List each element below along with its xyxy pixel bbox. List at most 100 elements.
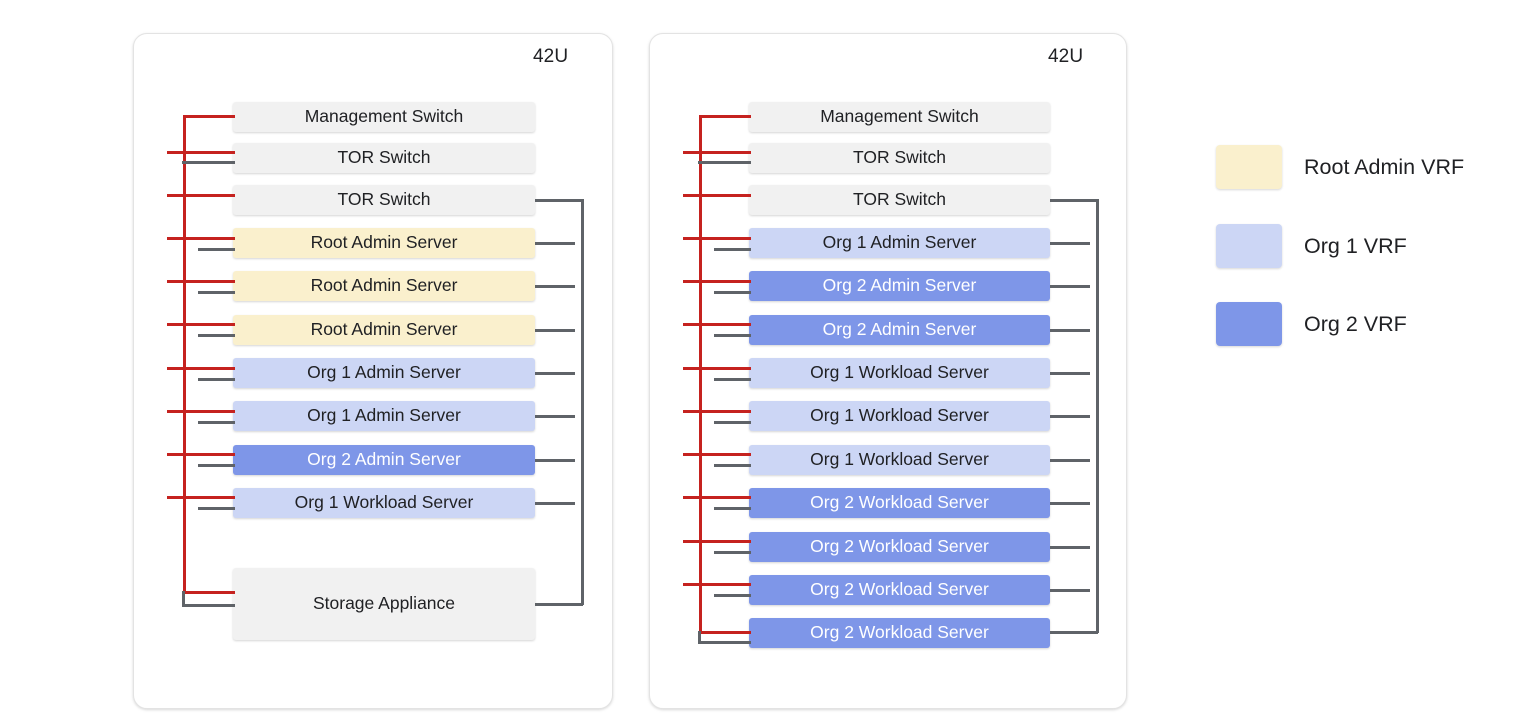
net-stub-right-10: [714, 551, 751, 554]
net-link-right-8: [1050, 459, 1090, 462]
net-elbow-left-bottom: [182, 591, 185, 606]
net-stub-left-9: [198, 507, 235, 510]
net-stub-left-6: [198, 378, 235, 381]
net-link-right-3: [1050, 242, 1090, 245]
power-drop-right-1: [683, 151, 751, 154]
device-right-4[interactable]: Org 2 Admin Server: [749, 271, 1050, 301]
net-stub-right-12: [698, 641, 751, 644]
device-right-5[interactable]: Org 2 Admin Server: [749, 315, 1050, 345]
net-stub-right-11: [714, 594, 751, 597]
net-stub-right-1: [698, 161, 751, 164]
net-link-left-7: [535, 415, 575, 418]
net-stub-left-3: [198, 248, 235, 251]
legend-swatch-org1-vrf: [1216, 224, 1282, 268]
device-left-3[interactable]: Root Admin Server: [233, 228, 535, 258]
device-left-5[interactable]: Root Admin Server: [233, 315, 535, 345]
device-left-2[interactable]: TOR Switch: [233, 185, 535, 215]
device-left-10[interactable]: Storage Appliance: [233, 568, 535, 640]
vrf-legend: Root Admin VRF Org 1 VRF Org 2 VRF: [1216, 145, 1506, 360]
power-drop-left-10: [183, 591, 235, 594]
device-right-9[interactable]: Org 2 Workload Server: [749, 488, 1050, 518]
net-stub-left-4: [198, 291, 235, 294]
power-drop-right-4: [683, 280, 751, 283]
rack-left-unit-label: 42U: [533, 46, 569, 67]
device-left-0[interactable]: Management Switch: [233, 102, 535, 132]
net-link-right-9: [1050, 502, 1090, 505]
device-left-4[interactable]: Root Admin Server: [233, 271, 535, 301]
power-drop-right-5: [683, 323, 751, 326]
legend-item-org2-vrf: Org 2 VRF: [1216, 302, 1407, 346]
power-drop-right-8: [683, 453, 751, 456]
power-drop-right-6: [683, 367, 751, 370]
power-drop-right-11: [683, 583, 751, 586]
net-stub-left-7: [198, 421, 235, 424]
net-uplink-left-storage: [535, 603, 583, 606]
device-right-0[interactable]: Management Switch: [749, 102, 1050, 132]
device-left-1[interactable]: TOR Switch: [233, 143, 535, 173]
power-bus-right: [699, 116, 702, 633]
device-right-11[interactable]: Org 2 Workload Server: [749, 575, 1050, 605]
net-link-left-6: [535, 372, 575, 375]
power-drop-left-4: [167, 280, 235, 283]
net-link-right-5: [1050, 329, 1090, 332]
net-link-right-11: [1050, 589, 1090, 592]
power-drop-right-9: [683, 496, 751, 499]
power-drop-left-9: [167, 496, 235, 499]
power-drop-right-0: [699, 115, 751, 118]
net-link-right-7: [1050, 415, 1090, 418]
device-left-6[interactable]: Org 1 Admin Server: [233, 358, 535, 388]
power-drop-left-8: [167, 453, 235, 456]
device-left-9[interactable]: Org 1 Workload Server: [233, 488, 535, 518]
power-drop-left-7: [167, 410, 235, 413]
net-link-right-10: [1050, 546, 1090, 549]
power-drop-left-0: [183, 115, 235, 118]
net-stub-left-8: [198, 464, 235, 467]
net-stub-right-8: [714, 464, 751, 467]
power-drop-right-12: [699, 631, 751, 634]
legend-swatch-root-admin-vrf: [1216, 145, 1282, 189]
legend-item-org1-vrf: Org 1 VRF: [1216, 224, 1407, 268]
net-stub-right-5: [714, 334, 751, 337]
net-stub-right-9: [714, 507, 751, 510]
net-stub-left-10: [182, 604, 235, 607]
net-bus-right-right-side: [1096, 199, 1099, 633]
net-link-right-4: [1050, 285, 1090, 288]
legend-label-org2-vrf: Org 2 VRF: [1304, 311, 1407, 336]
device-right-10[interactable]: Org 2 Workload Server: [749, 532, 1050, 562]
power-drop-right-2: [683, 194, 751, 197]
power-drop-left-1: [167, 151, 235, 154]
net-stub-right-7: [714, 421, 751, 424]
power-bus-left: [183, 116, 186, 593]
power-drop-left-6: [167, 367, 235, 370]
net-stub-right-4: [714, 291, 751, 294]
power-drop-left-5: [167, 323, 235, 326]
net-stub-right-3: [714, 248, 751, 251]
net-bus-left-right-side: [581, 199, 584, 605]
power-drop-right-7: [683, 410, 751, 413]
net-link-left-9: [535, 502, 575, 505]
net-link-left-3: [535, 242, 575, 245]
device-right-3[interactable]: Org 1 Admin Server: [749, 228, 1050, 258]
device-right-7[interactable]: Org 1 Workload Server: [749, 401, 1050, 431]
power-drop-left-2: [167, 194, 235, 197]
device-left-7[interactable]: Org 1 Admin Server: [233, 401, 535, 431]
device-right-8[interactable]: Org 1 Workload Server: [749, 445, 1050, 475]
net-uplink-right-tor: [1050, 199, 1098, 202]
device-right-6[interactable]: Org 1 Workload Server: [749, 358, 1050, 388]
device-right-1[interactable]: TOR Switch: [749, 143, 1050, 173]
net-link-left-5: [535, 329, 575, 332]
net-uplink-left-tor: [535, 199, 583, 202]
net-link-left-8: [535, 459, 575, 462]
device-right-12[interactable]: Org 2 Workload Server: [749, 618, 1050, 648]
net-stub-left-5: [198, 334, 235, 337]
power-drop-right-10: [683, 540, 751, 543]
power-drop-left-3: [167, 237, 235, 240]
legend-label-root-admin-vrf: Root Admin VRF: [1304, 154, 1465, 179]
rack-right-unit-label: 42U: [1048, 46, 1084, 67]
net-elbow-right-bottom: [698, 631, 701, 643]
device-left-8[interactable]: Org 2 Admin Server: [233, 445, 535, 475]
legend-item-root-admin-vrf: Root Admin VRF: [1216, 145, 1464, 189]
net-uplink-right-bottom: [1050, 631, 1098, 634]
device-right-2[interactable]: TOR Switch: [749, 185, 1050, 215]
